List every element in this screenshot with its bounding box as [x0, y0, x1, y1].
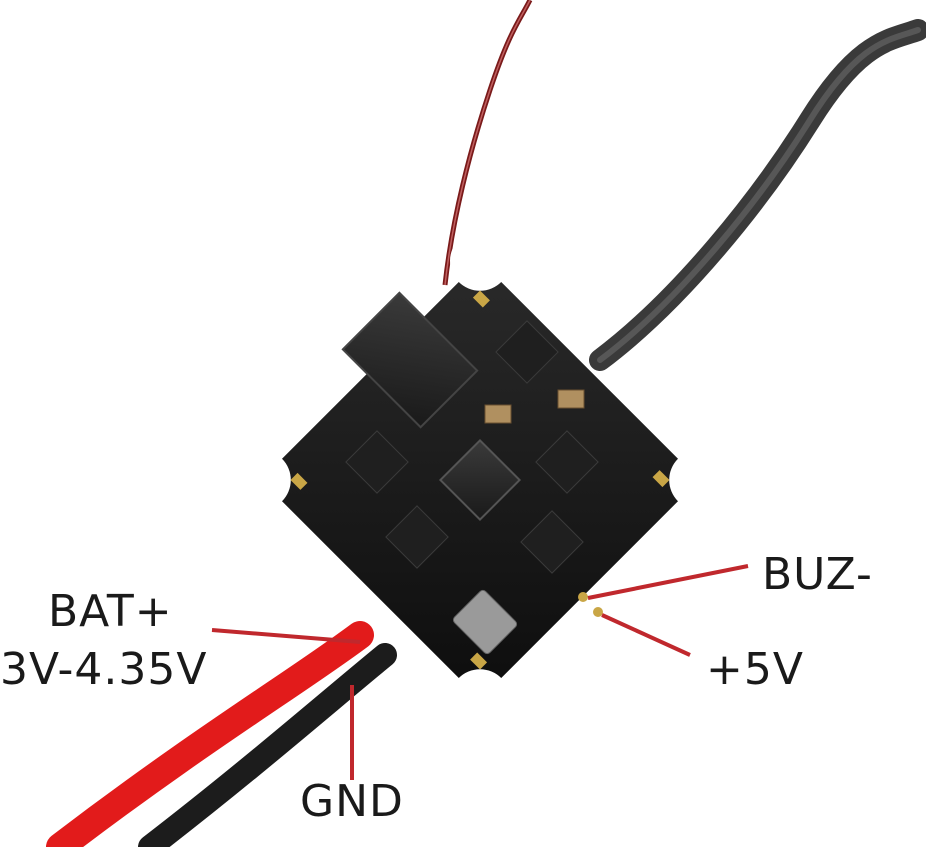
- black-battery-wire: [138, 643, 397, 847]
- receiver-chip: [341, 291, 479, 429]
- buz-minus-label: BUZ-: [762, 549, 873, 600]
- red-battery-wire: [46, 621, 374, 847]
- mosfet-chips: [345, 320, 599, 574]
- plus-5v-pointer-line: [601, 613, 691, 657]
- buz-pointer-line: [587, 564, 749, 600]
- mosfet-chip: [535, 430, 599, 494]
- plus-5v-pad: [593, 607, 603, 617]
- mosfet-chip: [520, 510, 584, 574]
- crystal: [484, 404, 512, 424]
- main-chip: [438, 438, 522, 522]
- crystal: [557, 389, 585, 409]
- bat-pointer-line: [211, 628, 361, 644]
- voltage-label: 3V-4.35V: [0, 644, 208, 695]
- plus-5v-label: +5V: [706, 644, 804, 695]
- grey-motor-wire-highlight: [597, 27, 921, 363]
- inductor: [452, 589, 518, 655]
- pointer-lines: [211, 564, 749, 780]
- antenna-wire-highlight: [444, 0, 531, 286]
- buz-minus-pad: [578, 592, 588, 602]
- mosfet-chip: [495, 320, 559, 384]
- gnd-label: GND: [300, 776, 404, 827]
- mosfet-chip: [345, 430, 409, 494]
- mosfet-chip: [385, 505, 449, 569]
- bat-plus-label: BAT+: [48, 586, 173, 637]
